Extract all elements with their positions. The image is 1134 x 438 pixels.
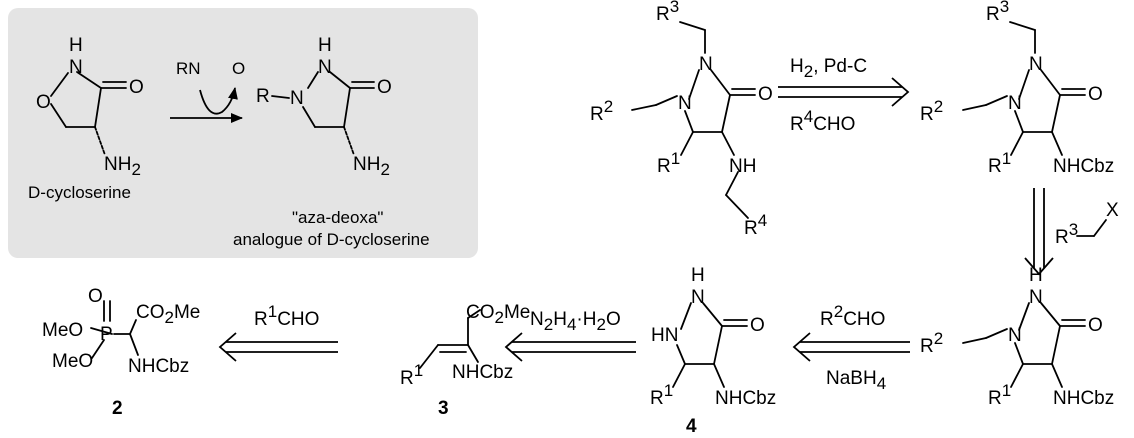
intermediate-bottom-right: R2 N N H O R1 NHCbz xyxy=(920,265,1114,409)
atom-n2: N xyxy=(1029,287,1043,308)
methoxy-2: MeO xyxy=(52,351,93,372)
compound-label-2: 2 xyxy=(112,398,123,419)
amine-group: NH2 xyxy=(353,154,390,179)
compound-2: O P MeO MeO CO2Me NHCbz 2 xyxy=(42,286,200,419)
reagent-rn: RN xyxy=(176,59,201,78)
caption-aza-deoxa: "aza-deoxa" xyxy=(292,208,383,227)
label-r1: R1 xyxy=(988,381,1011,409)
retro-arrow-alkylation: R3 X xyxy=(1024,188,1119,276)
atom-n2: N xyxy=(699,54,713,75)
label-r2: R2 xyxy=(920,329,943,357)
reagent-r4cho: R4CHO xyxy=(790,107,855,135)
retro-arrow-hwe: R1CHO xyxy=(218,302,338,362)
compound-3: CO2Me R1 NHCbz 3 xyxy=(400,302,530,419)
atom-o: O xyxy=(758,84,773,105)
compound-label-4: 4 xyxy=(686,416,697,437)
inset-arrow: RN O xyxy=(170,59,245,123)
atom-h: H xyxy=(318,35,332,56)
atom-o: O xyxy=(36,92,51,113)
label-r1: R1 xyxy=(400,361,423,389)
label-r4: R4 xyxy=(744,211,767,239)
atom-hn: HN xyxy=(651,325,678,346)
reagent-hydrazine-hydrate: N2H4·H2O xyxy=(530,309,621,334)
label-r2: R2 xyxy=(590,97,613,125)
label-r3: R3 xyxy=(986,0,1009,25)
aza-deoxa-structure: R N N H O NH2 "aza-deoxa" analogue of D-… xyxy=(233,35,430,249)
atom-n2: N xyxy=(1029,54,1043,75)
caption-analogue: analogue of D-cycloserine xyxy=(233,230,430,249)
nhcbz-label: NHCbz xyxy=(128,356,189,377)
atom-r: R xyxy=(256,86,270,107)
nhcbz-label: NHCbz xyxy=(452,362,513,383)
atom-o-double: O xyxy=(88,286,103,307)
atom-carbonyl-o: O xyxy=(377,77,392,98)
atom-o: O xyxy=(1088,84,1103,105)
retro-arrow-reductive-amination: R2CHO NaBH4 xyxy=(792,302,910,393)
atom-h: H xyxy=(1029,265,1043,286)
compound-4: HN N H O R1 NHCbz 4 xyxy=(650,265,776,437)
atom-carbonyl-o: O xyxy=(129,77,144,98)
nhcbz-label: NHCbz xyxy=(715,388,776,409)
atom-n2: N xyxy=(691,287,705,308)
label-r3: R3 xyxy=(656,0,679,25)
d-cycloserine-structure: N H O O NH2 D-cycloserine xyxy=(28,35,144,202)
amine-group: NH2 xyxy=(104,154,141,179)
reagent-nabh4: NaBH4 xyxy=(826,368,886,393)
inset-panel xyxy=(8,8,478,258)
reagent-r2cho: R2CHO xyxy=(820,302,885,330)
reagent-o: O xyxy=(232,59,245,78)
nhcbz-structure-top: R2 N N O R3 R1 NHCbz xyxy=(920,0,1114,177)
reagent-x: X xyxy=(1106,200,1119,221)
methoxy-1: MeO xyxy=(42,320,83,341)
atom-n1: N xyxy=(290,88,304,109)
nhcbz-label: NHCbz xyxy=(1053,388,1114,409)
label-r1: R1 xyxy=(657,149,680,177)
caption-d-cycloserine: D-cycloserine xyxy=(28,183,131,202)
ester-group: CO2Me xyxy=(136,302,200,327)
atom-nh: NH xyxy=(729,156,756,177)
atom-h: H xyxy=(691,265,705,286)
ester-group: CO2Me xyxy=(466,302,530,327)
label-r1: R1 xyxy=(988,149,1011,177)
atom-o: O xyxy=(750,315,765,336)
atom-n1: N xyxy=(1008,93,1022,114)
reagent-h2-pdc: H2, Pd-C xyxy=(790,56,867,81)
label-r1: R1 xyxy=(650,381,673,409)
atom-n1: N xyxy=(1008,325,1022,346)
atom-n: N xyxy=(69,57,83,78)
atom-o: O xyxy=(1088,315,1103,336)
target-structure: R2 N N O R3 R1 NH R4 xyxy=(590,0,773,239)
reagent-r3: R3 xyxy=(1055,220,1078,248)
reagent-r1cho: R1CHO xyxy=(254,302,319,330)
atom-h: H xyxy=(69,35,83,56)
retro-arrow-hydrogenation: H2, Pd-C R4CHO xyxy=(778,56,910,135)
atom-n2: N xyxy=(318,57,332,78)
compound-label-3: 3 xyxy=(438,398,449,419)
atom-n1: N xyxy=(678,93,692,114)
label-r2: R2 xyxy=(920,97,943,125)
nhcbz-label: NHCbz xyxy=(1053,156,1114,177)
atom-p: P xyxy=(100,324,113,345)
retro-arrow-hydrazine: N2H4·H2O xyxy=(504,309,636,362)
